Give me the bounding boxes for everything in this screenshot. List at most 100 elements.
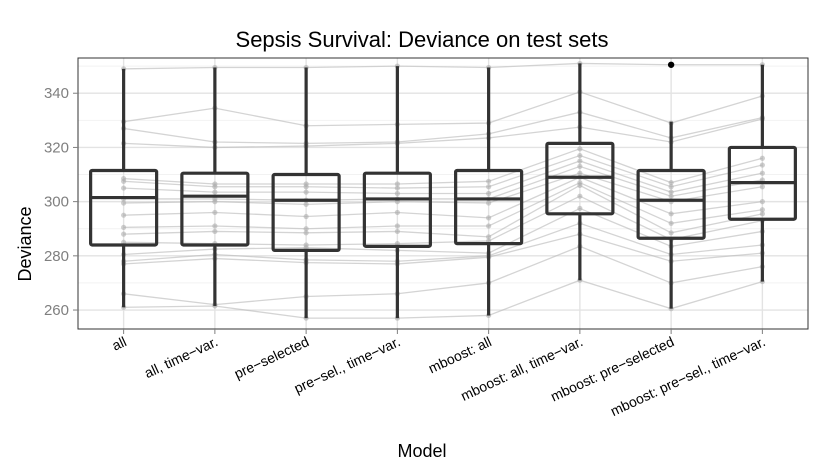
paired-line [123, 176, 763, 219]
chart-title: Sepsis Survival: Deviance on test sets [236, 27, 609, 52]
box-iqr [454, 168, 524, 246]
y-axis-ticks: 260 280 300 320 340 [44, 85, 78, 319]
paired-line [123, 165, 763, 201]
data-point [121, 178, 127, 184]
data-point [668, 220, 674, 226]
data-point [303, 226, 309, 232]
data-point [212, 228, 218, 235]
data-point [486, 200, 492, 206]
data-point [303, 189, 309, 195]
paired-line [123, 222, 763, 262]
data-point [577, 146, 583, 152]
paired-line [123, 118, 763, 149]
box-6 [545, 63, 615, 281]
data-point [486, 184, 492, 190]
data-point [577, 170, 583, 176]
data-point [486, 215, 492, 221]
data-point [668, 230, 674, 236]
data-point [212, 199, 218, 205]
data-point [394, 209, 400, 216]
box-iqr [362, 171, 432, 248]
data-point [577, 152, 583, 159]
data-point [668, 211, 674, 217]
data-point [303, 213, 309, 220]
data-point [121, 231, 127, 237]
data-point [394, 223, 400, 229]
data-point [759, 170, 765, 176]
data-point [577, 205, 583, 212]
x-tick-label: pre−selected [232, 333, 312, 382]
box-iqr [271, 172, 341, 253]
data-point [212, 223, 218, 229]
plot-border [77, 57, 809, 330]
data-point [121, 212, 127, 218]
data-point [759, 162, 765, 168]
data-point [577, 158, 583, 164]
y-tick-label: 320 [44, 139, 69, 156]
data-point [212, 189, 218, 195]
paired-line [123, 172, 763, 205]
boxes-layer [89, 61, 797, 319]
box-5 [454, 67, 524, 316]
data-point [759, 184, 765, 190]
data-point [759, 155, 765, 161]
data-point [394, 185, 400, 191]
y-tick-label: 260 [44, 302, 69, 319]
paired-line [123, 207, 763, 256]
paired-line [123, 233, 763, 265]
box-iqr [89, 168, 159, 247]
data-point [668, 180, 674, 186]
box-2 [180, 67, 250, 306]
data-point [668, 193, 674, 199]
data-point [121, 224, 127, 230]
paired-line [123, 91, 763, 127]
paired-line [123, 62, 763, 70]
data-point [486, 190, 492, 197]
data-point [212, 184, 218, 190]
x-tick-label: mboost: all [426, 333, 494, 376]
box-7 [636, 61, 706, 309]
data-point [486, 234, 492, 240]
box-1 [89, 68, 159, 308]
data-point [303, 230, 309, 236]
paired-line [123, 279, 763, 319]
paired-line [123, 184, 763, 238]
paired-line [123, 160, 763, 195]
y-tick-label: 300 [44, 194, 69, 211]
y-axis-title: Deviance [15, 206, 35, 281]
x-tick-label: all, time−var. [142, 333, 220, 381]
paired-line [123, 245, 763, 306]
data-point [303, 184, 309, 190]
data-point [759, 199, 765, 205]
data-point [486, 178, 492, 184]
y-tick-label: 280 [44, 248, 69, 265]
paired-line [123, 181, 763, 230]
data-point [394, 228, 400, 235]
data-point [121, 200, 127, 206]
data-point [668, 184, 674, 190]
x-tick-label: all [109, 333, 128, 353]
data-point [759, 211, 765, 217]
data-point [394, 181, 400, 187]
y-tick-label: 340 [44, 85, 69, 102]
data-point [577, 193, 583, 199]
x-tick-label: mboost: pre−sel., time−var. [608, 333, 768, 419]
data-point [303, 201, 309, 207]
paired-line [123, 154, 763, 189]
paired-line [123, 111, 763, 145]
box-iqr [636, 168, 706, 240]
data-point [121, 185, 127, 191]
box-4 [362, 66, 432, 319]
data-point [394, 190, 400, 197]
data-point [759, 207, 765, 213]
outlier-point [667, 61, 675, 68]
data-point [577, 163, 583, 169]
data-point [668, 189, 674, 195]
data-point [486, 223, 492, 229]
box-iqr [180, 171, 250, 247]
data-point [577, 182, 583, 188]
box-8 [727, 64, 797, 282]
paired-line [123, 148, 763, 185]
